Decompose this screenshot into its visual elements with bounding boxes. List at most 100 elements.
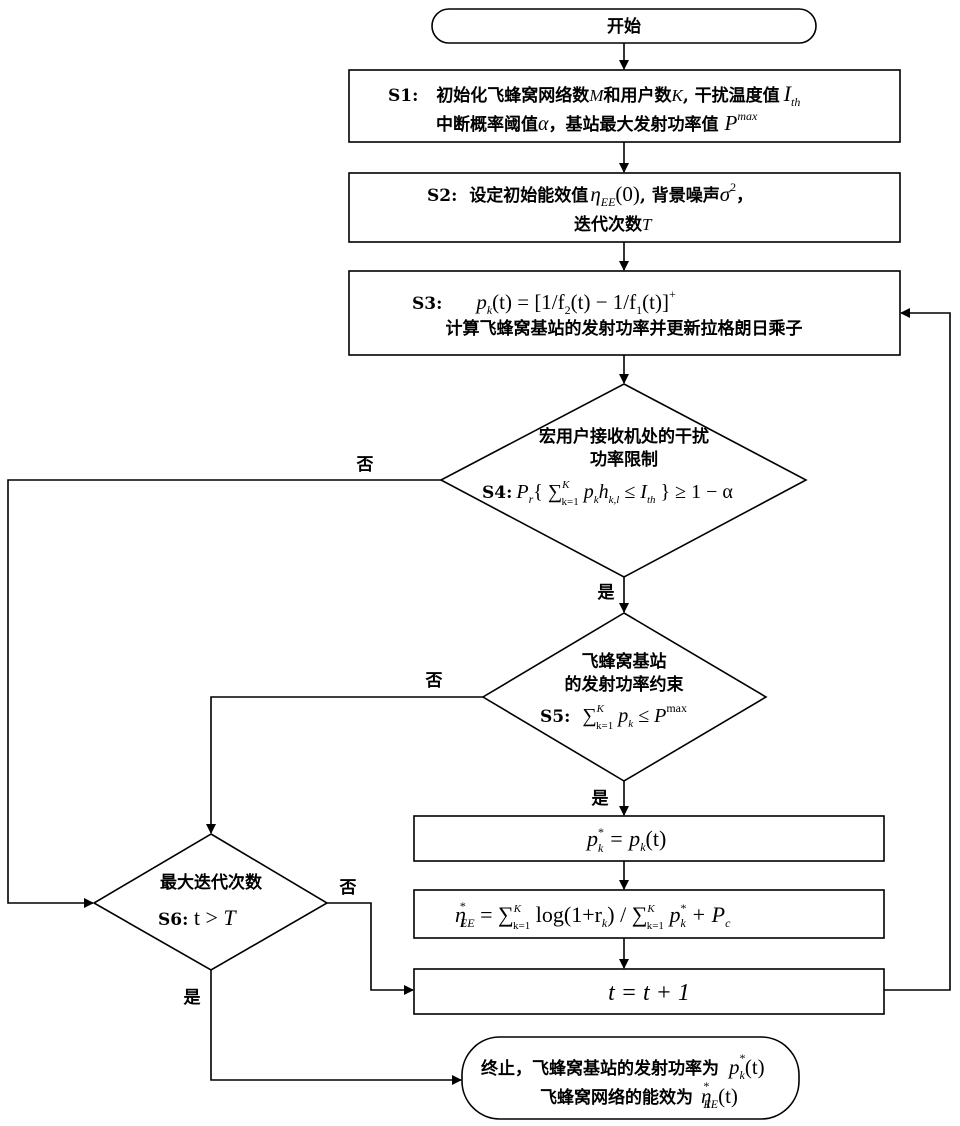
s1-alpha: α bbox=[538, 113, 549, 135]
edge-s5-no-s6 bbox=[211, 697, 483, 833]
s3-tag: S3: bbox=[412, 294, 442, 314]
assign-p-rhs: = p bbox=[603, 826, 640, 851]
label-s4-yes: 是 bbox=[598, 583, 615, 603]
s4-h: h bbox=[599, 481, 609, 503]
label-s5-no: 否 bbox=[425, 671, 443, 691]
increment-label: t = t + 1 bbox=[608, 980, 690, 1006]
s1-line1: S1: 初始化飞蜂窝网络数M和用户数K, 干扰温度值Ith bbox=[388, 81, 800, 109]
s4-end: } ≥ 1 − α bbox=[656, 481, 734, 503]
eta-plus: + P bbox=[686, 902, 725, 927]
s3-rhs-end: (t)] bbox=[642, 290, 669, 314]
eta-log: log(1+r bbox=[530, 902, 602, 927]
assign-p-formula: p*k = pk(t) bbox=[585, 825, 666, 855]
eta-div: ) / ∑ bbox=[607, 902, 647, 927]
s5-tag: S5: bbox=[540, 707, 570, 727]
label-s5-yes: 是 bbox=[592, 789, 609, 809]
s5-sum: ∑ bbox=[582, 705, 596, 727]
end-ee-text: 飞蜂窝网络的能效为 bbox=[540, 1087, 693, 1108]
assign-p-box: p*k = pk(t) bbox=[414, 816, 884, 861]
s4-sum-sup: K bbox=[561, 479, 570, 491]
s4-decision: 宏用户接收机处的干扰 功率限制 S4:Pr{ ∑Kk=1 pkhk,l ≤ It… bbox=[441, 384, 806, 577]
label-s4-no: 否 bbox=[356, 455, 374, 475]
s1-init-text: 初始化飞蜂窝网络数 bbox=[436, 85, 590, 106]
s1-users-text: 和用户数 bbox=[603, 85, 672, 106]
s4-sum-sub: k=1 bbox=[561, 496, 578, 508]
edge-loop-s3 bbox=[884, 313, 950, 990]
eta-sum2-sup: K bbox=[646, 903, 655, 915]
eta-pc-sub: c bbox=[725, 916, 731, 930]
eta-sum1-sub: k=1 bbox=[513, 920, 530, 932]
s2-box: S2: 设定初始能效值ηEE(0), 背景噪声σ2， 迭代次数T bbox=[349, 173, 900, 242]
s2-comma: ， bbox=[736, 186, 753, 206]
s5-le: ≤ P bbox=[633, 705, 666, 727]
s3-sup: + bbox=[669, 287, 676, 301]
s3-p-arg: (t) = bbox=[492, 290, 534, 314]
s2-init-text: 设定初始能效值 bbox=[469, 185, 588, 206]
end-power-text: 终止，飞蜂窝基站的发射功率为 bbox=[481, 1058, 719, 1079]
eta-lhs-sup: * bbox=[460, 899, 466, 913]
s6-decision: 最大迭代次数 S6: t > T bbox=[94, 834, 327, 970]
s5-p: p bbox=[613, 705, 628, 727]
end-eta-sup: * bbox=[703, 1079, 709, 1093]
s5-sum-sup: K bbox=[596, 703, 605, 715]
increment-box: t = t + 1 bbox=[414, 969, 884, 1014]
s2-iter-text: 迭代次数 bbox=[574, 214, 643, 235]
s6-tag: S6: bbox=[158, 910, 188, 930]
s1-p-sup: max bbox=[737, 109, 758, 123]
s4-h-sub: k,l bbox=[609, 494, 620, 506]
eta-p2: p bbox=[664, 902, 681, 927]
s2-line2: 迭代次数T bbox=[574, 214, 653, 235]
s2-tag: S2: bbox=[427, 186, 457, 206]
end-eta-arg: (t) bbox=[718, 1084, 738, 1108]
s1-maxpower-text: ，基站最大发射功率值 bbox=[549, 114, 719, 135]
s3-rhs-mid: (t) − 1/f bbox=[571, 290, 637, 314]
s2-var-t: T bbox=[642, 215, 653, 234]
s5-line1: 飞蜂窝基站 bbox=[582, 651, 667, 672]
eta-sum2-sub: k=1 bbox=[647, 920, 664, 932]
end-p: p bbox=[727, 1055, 740, 1079]
s3-line2: 计算飞蜂窝基站的发射功率并更新拉格朗日乘子 bbox=[446, 318, 803, 339]
s6-line1: 最大迭代次数 bbox=[160, 872, 263, 893]
edge-s4-no-s6 bbox=[8, 480, 441, 903]
label-s6-no: 否 bbox=[339, 878, 357, 898]
label-s6-yes: 是 bbox=[184, 988, 201, 1008]
s4-line1: 宏用户接收机处的干扰 bbox=[539, 426, 709, 447]
s4-p: p bbox=[579, 481, 594, 503]
s4-pr: P bbox=[515, 481, 528, 503]
s3-p: p bbox=[474, 290, 487, 314]
s1-var-m: M bbox=[588, 86, 604, 105]
assign-eta-box: η*EE = ∑Kk=1 log(1+rk) / ∑Kk=1 p*k + Pc bbox=[414, 890, 884, 938]
start-node: 开始 bbox=[432, 9, 816, 43]
s1-box: S1: 初始化飞蜂窝网络数M和用户数K, 干扰温度值Ith 中断概率阈值α，基站… bbox=[349, 70, 900, 142]
s1-interf-text: , 干扰温度值 bbox=[683, 85, 780, 106]
s3-rhs: [1/f bbox=[534, 290, 564, 314]
s1-p: P bbox=[724, 111, 738, 135]
end-node: 终止，飞蜂窝基站的发射功率为p*k(t) 飞蜂窝网络的能效为η*EE(t) bbox=[462, 1037, 799, 1119]
assign-p-lhs: p bbox=[585, 826, 598, 851]
s1-outage-text: 中断概率阈值 bbox=[436, 114, 538, 135]
eta-eq: = ∑ bbox=[475, 902, 514, 927]
eta-lhs-sub: EE bbox=[459, 916, 475, 930]
s4-le: ≤ I bbox=[619, 481, 648, 503]
edge-s6-no-increment bbox=[327, 903, 413, 990]
s1-i-th-sub: th bbox=[791, 95, 800, 109]
eta-sum1-sup: K bbox=[513, 903, 522, 915]
s6-cond: t > bbox=[188, 905, 223, 930]
s5-sum-sub: k=1 bbox=[596, 720, 613, 732]
s2-eta-sub: EE bbox=[600, 195, 616, 209]
s4-line2: 功率限制 bbox=[590, 449, 658, 470]
assign-p-rhs-arg: (t) bbox=[646, 826, 667, 851]
s2-eta-arg: (0) bbox=[615, 182, 640, 206]
start-label: 开始 bbox=[607, 16, 641, 37]
s6-var-t: T bbox=[223, 905, 237, 930]
s4-sum: { ∑ bbox=[533, 481, 562, 503]
end-eta-sub: EE bbox=[702, 1097, 718, 1111]
s2-eta: η bbox=[590, 182, 600, 206]
s5-line2: 的发射功率约束 bbox=[565, 674, 684, 695]
s5-decision: 飞蜂窝基站 的发射功率约束 S5:∑Kk=1 pk ≤ Pmax bbox=[483, 613, 766, 781]
s4-tag: S4: bbox=[482, 483, 512, 503]
end-p-arg: (t) bbox=[745, 1055, 765, 1079]
s5-sup: max bbox=[666, 701, 687, 715]
s2-noise-text: , 背景噪声 bbox=[640, 185, 720, 206]
